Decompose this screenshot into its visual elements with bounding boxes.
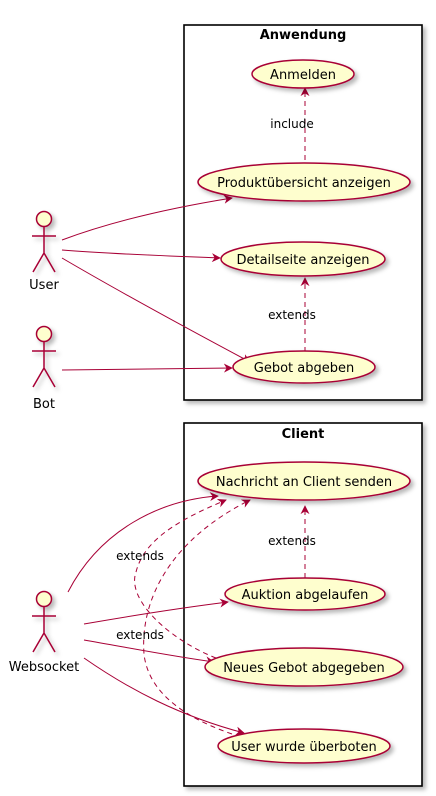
actor-bot[interactable]: Bot bbox=[32, 325, 56, 413]
system-title-anwendung: Anwendung bbox=[260, 28, 347, 43]
actor-user[interactable]: User bbox=[29, 210, 59, 294]
extends-label-ueberboten-nachricht: extends bbox=[116, 628, 164, 642]
system-title-client: Client bbox=[282, 427, 325, 442]
usecase-label-nachricht-client: Nachricht an Client senden bbox=[216, 475, 392, 490]
usecase-produktuebersicht[interactable]: Produktübersicht anzeigen bbox=[197, 162, 411, 202]
usecase-anmelden[interactable]: Anmelden bbox=[251, 59, 355, 89]
usecase-user-ueberboten[interactable]: User wurde überboten bbox=[217, 728, 391, 764]
usecase-label-gebot-abgeben: Gebot abgeben bbox=[254, 361, 354, 376]
association-user-produktuebersicht bbox=[61, 194, 233, 241]
association-websocket-auktion bbox=[83, 598, 229, 625]
stick-figure-icon bbox=[32, 590, 56, 653]
association-user-detailseite bbox=[61, 249, 221, 263]
usecase-label-user-ueberboten: User wurde überboten bbox=[231, 740, 377, 755]
include-label-anmelden: include bbox=[270, 117, 313, 131]
extends-neues-gebot-nachricht bbox=[134, 498, 227, 659]
usecase-label-anmelden: Anmelden bbox=[270, 68, 336, 83]
usecase-neues-gebot[interactable]: Neues Gebot abgegeben bbox=[204, 647, 404, 687]
association-websocket-nachricht bbox=[67, 492, 219, 593]
stick-figure-icon bbox=[32, 325, 56, 388]
usecase-label-detailseite: Detailseite anzeigen bbox=[236, 253, 369, 268]
extends-ueberboten-nachricht bbox=[143, 499, 251, 735]
association-websocket-ueberboten bbox=[83, 657, 245, 736]
usecase-label-produktuebersicht: Produktübersicht anzeigen bbox=[217, 176, 391, 191]
relations-anwendung bbox=[61, 87, 310, 373]
usecase-label-neues-gebot: Neues Gebot abgegeben bbox=[223, 661, 385, 676]
usecase-label-auktion-abgelaufen: Auktion abgelaufen bbox=[242, 588, 369, 603]
actor-websocket[interactable]: Websocket bbox=[9, 590, 79, 676]
extends-label-gebot-detailseite: extends bbox=[268, 308, 316, 322]
usecase-auktion-abgelaufen[interactable]: Auktion abgelaufen bbox=[224, 577, 386, 611]
actor-label-websocket: Websocket bbox=[9, 660, 79, 675]
association-bot-gebot bbox=[61, 363, 233, 373]
actor-label-user: User bbox=[29, 278, 59, 293]
extends-label-neues-gebot-nachricht: extends bbox=[116, 549, 164, 563]
stick-figure-icon bbox=[32, 210, 56, 273]
usecase-detailseite[interactable]: Detailseite anzeigen bbox=[220, 241, 386, 277]
actor-label-bot: Bot bbox=[33, 397, 55, 412]
usecase-gebot-abgeben[interactable]: Gebot abgeben bbox=[232, 350, 376, 384]
association-websocket-neues-gebot bbox=[83, 639, 215, 666]
extends-label-auktion-nachricht: extends bbox=[268, 534, 316, 548]
usecase-nachricht-client[interactable]: Nachricht an Client senden bbox=[197, 461, 411, 501]
relations-client bbox=[67, 492, 310, 736]
association-user-gebot bbox=[61, 257, 251, 363]
